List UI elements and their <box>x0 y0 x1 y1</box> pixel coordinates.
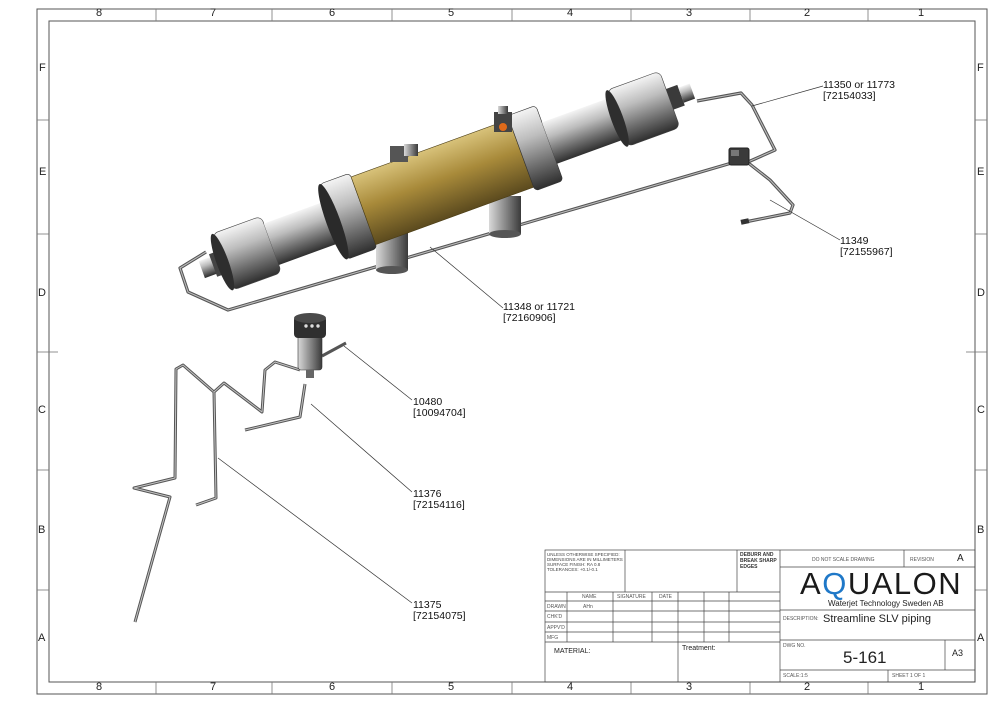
callout-11375: 11375[72154075] <box>413 599 466 622</box>
do-not-scale-label: DO NOT SCALE DRAWING <box>812 557 875 563</box>
zone-row-d-left: D <box>38 287 46 299</box>
zone-row-a-left: A <box>38 632 46 644</box>
zone-row-f-right: F <box>977 62 984 74</box>
zone-col-1-top: 1 <box>918 7 925 19</box>
zone-row-e-right: E <box>977 166 985 178</box>
leader-lines <box>217 85 841 604</box>
tolerance-notes: UNLESS OTHERWISE SPECIFIED: DIMENSIONS A… <box>547 552 623 572</box>
scale-label: SCALE:1:5 <box>783 673 808 679</box>
tube-11376 <box>212 360 301 414</box>
row-mfg: MFG <box>547 635 559 641</box>
zone-col-7-top: 7 <box>210 7 217 19</box>
zone-col-6-top: 6 <box>329 7 336 19</box>
zone-ticks <box>37 9 987 694</box>
revision-label: REVISION <box>910 557 934 563</box>
description-label: DESCRIPTION: <box>783 616 819 622</box>
zone-row-c-right: C <box>977 404 985 416</box>
sheet-label: SHEET 1 OF 1 <box>892 673 926 679</box>
zone-col-4-top: 4 <box>567 7 574 19</box>
dwg-no-label: DWG NO. <box>783 643 806 649</box>
aqualon-logo: AQUALON <box>800 566 963 601</box>
zone-col-5-bottom: 5 <box>448 681 455 693</box>
zone-col-7-bottom: 7 <box>210 681 217 693</box>
drawing-number: 5-161 <box>843 648 887 667</box>
row-approved: APPV'D <box>547 625 565 631</box>
zone-row-e-left: E <box>39 166 47 178</box>
lower-assembly <box>132 313 347 623</box>
zone-col-3-top: 3 <box>686 7 693 19</box>
deburr-note: DEBURR AND BREAK SHARP EDGES <box>740 552 777 570</box>
row-checked: CHK'D <box>547 614 563 620</box>
revision-value: A <box>957 553 964 564</box>
col-date: DATE <box>659 594 672 600</box>
company-name: Waterjet Technology Sweden AB <box>828 599 944 608</box>
zone-col-8-bottom: 8 <box>96 681 103 693</box>
zone-row-c-left: C <box>38 404 46 416</box>
zone-col-8-top: 8 <box>96 7 103 19</box>
zone-row-b-right: B <box>977 524 985 536</box>
zone-col-3-bottom: 3 <box>686 681 693 693</box>
upper-assembly <box>178 72 795 312</box>
zone-row-a-right: A <box>977 632 985 644</box>
col-name: NAME <box>582 594 597 600</box>
treatment-label: Treatment: <box>682 645 716 652</box>
callout-10480: 10480[10094704] <box>413 396 466 419</box>
sheet-size: A3 <box>952 648 964 658</box>
callout-11348: 11348 or 11721[72160906] <box>503 301 576 324</box>
zone-row-f-left: F <box>39 62 46 74</box>
callout-11376: 11376[72154116] <box>413 488 465 511</box>
zone-col-4-bottom: 4 <box>567 681 574 693</box>
drawn-name: AHn <box>583 604 593 610</box>
col-signature: SIGNATURE <box>617 594 646 600</box>
zone-row-d-right: D <box>977 287 985 299</box>
tube-11349 <box>741 156 795 224</box>
material-label: MATERIAL: <box>554 648 591 655</box>
zone-col-2-top: 2 <box>804 7 811 19</box>
zone-col-5-top: 5 <box>448 7 455 19</box>
callout-11349: 11349[72155967] <box>840 235 893 258</box>
title-block-lines <box>544 549 976 683</box>
zone-col-2-bottom: 2 <box>804 681 811 693</box>
callout-11350: 11350 or 11773[72154033] <box>823 79 896 102</box>
drawing-description: Streamline SLV piping <box>823 613 932 625</box>
row-drawn: DRAWN <box>547 604 566 610</box>
zone-col-6-bottom: 6 <box>329 681 336 693</box>
zone-row-b-left: B <box>38 524 46 536</box>
zone-col-1-bottom: 1 <box>918 681 925 693</box>
